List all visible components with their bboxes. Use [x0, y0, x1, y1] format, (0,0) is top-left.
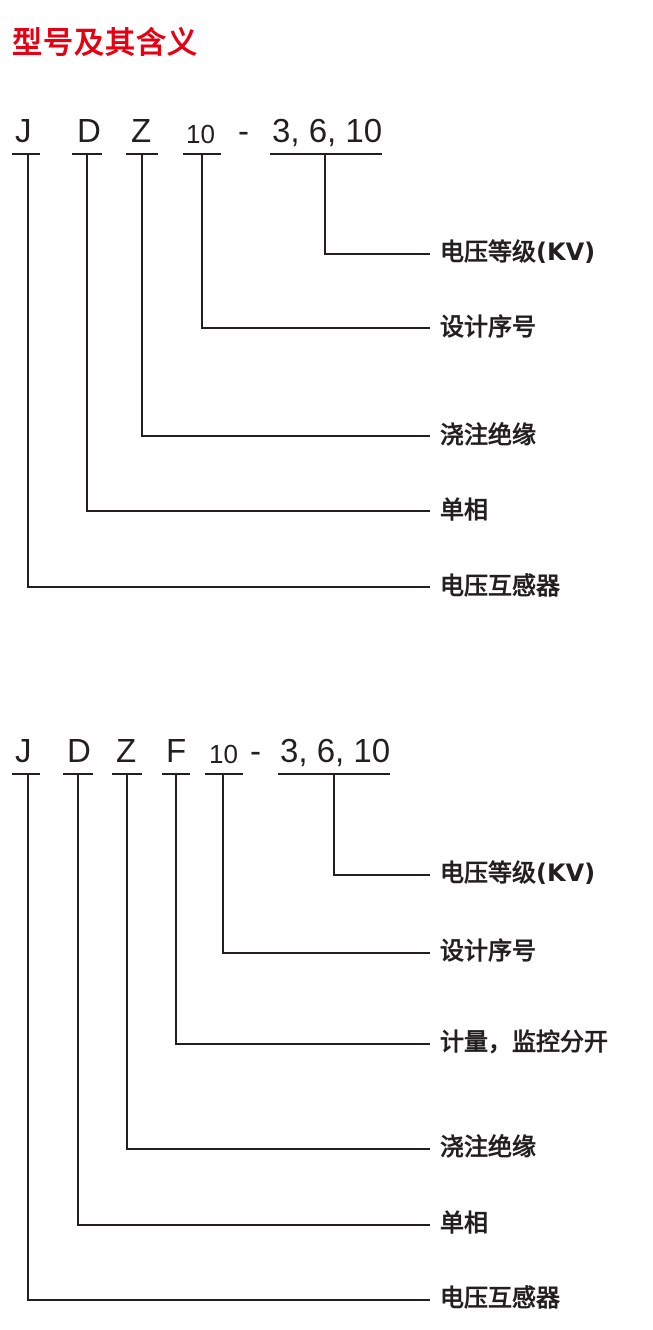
- connector-horizontal-transformer: [27, 586, 430, 588]
- code-z: Z: [131, 112, 152, 149]
- code-j: J: [15, 112, 32, 149]
- connector-vertical-transformer: [27, 773, 29, 1301]
- code-z: Z: [116, 732, 137, 769]
- connector-vertical-single: [77, 773, 79, 1226]
- connector-horizontal-cast: [141, 435, 430, 437]
- model-diagram-jdzf10: J D Z F 10 - 3, 6, 10 电压等级(KV) 设计序号 计量，监…: [0, 730, 653, 1330]
- connector-vertical-design: [201, 153, 203, 329]
- code-f: F: [166, 732, 187, 769]
- connector-horizontal-cast: [126, 1148, 430, 1150]
- code-voltage-levels: 3, 6, 10: [272, 112, 383, 149]
- page-title: 型号及其含义: [12, 26, 198, 61]
- label-voltage-level: 电压等级(KV): [440, 859, 596, 887]
- code-voltage-levels: 3, 6, 10: [280, 732, 391, 769]
- connector-vertical-cast: [141, 153, 143, 437]
- model-diagram-jdz10: J D Z 10 - 3, 6, 10 电压等级(KV) 设计序号 浇注绝缘 单…: [0, 110, 653, 610]
- code-j: J: [15, 732, 32, 769]
- connector-horizontal-metering: [175, 1043, 430, 1045]
- label-voltage-transformer: 电压互感器: [440, 572, 560, 600]
- connector-vertical-voltage: [333, 773, 335, 876]
- underline-design-number: [205, 773, 243, 775]
- label-single-phase: 单相: [440, 1209, 488, 1237]
- connector-vertical-voltage: [324, 153, 326, 255]
- code-d: D: [67, 732, 91, 769]
- connector-vertical-design: [222, 773, 224, 954]
- label-voltage-level: 电压等级(KV): [440, 238, 596, 266]
- connector-vertical-metering: [175, 773, 177, 1045]
- connector-horizontal-voltage: [324, 253, 430, 255]
- code-design-number: 10: [186, 119, 215, 149]
- label-cast-insulation: 浇注绝缘: [440, 421, 536, 449]
- underline-j: [12, 773, 40, 775]
- code-dash: -: [238, 112, 249, 149]
- underline-j: [12, 153, 40, 155]
- label-design-number: 设计序号: [440, 313, 536, 341]
- label-voltage-transformer: 电压互感器: [440, 1284, 560, 1312]
- connector-horizontal-transformer: [27, 1299, 430, 1301]
- underline-voltage-levels: [270, 153, 382, 155]
- code-design-number: 10: [209, 739, 238, 769]
- label-metering-monitoring-separate: 计量，监控分开: [440, 1028, 608, 1056]
- code-d: D: [77, 112, 101, 149]
- connector-vertical-single: [86, 153, 88, 512]
- connector-vertical-cast: [126, 773, 128, 1150]
- connector-horizontal-design: [222, 952, 430, 954]
- label-cast-insulation: 浇注绝缘: [440, 1133, 536, 1161]
- connector-horizontal-voltage: [333, 874, 430, 876]
- code-dash: -: [250, 732, 261, 769]
- connector-horizontal-single: [77, 1224, 430, 1226]
- connector-vertical-transformer: [27, 153, 29, 588]
- label-single-phase: 单相: [440, 496, 488, 524]
- connector-horizontal-single: [86, 510, 430, 512]
- label-design-number: 设计序号: [440, 937, 536, 965]
- connector-horizontal-design: [201, 327, 430, 329]
